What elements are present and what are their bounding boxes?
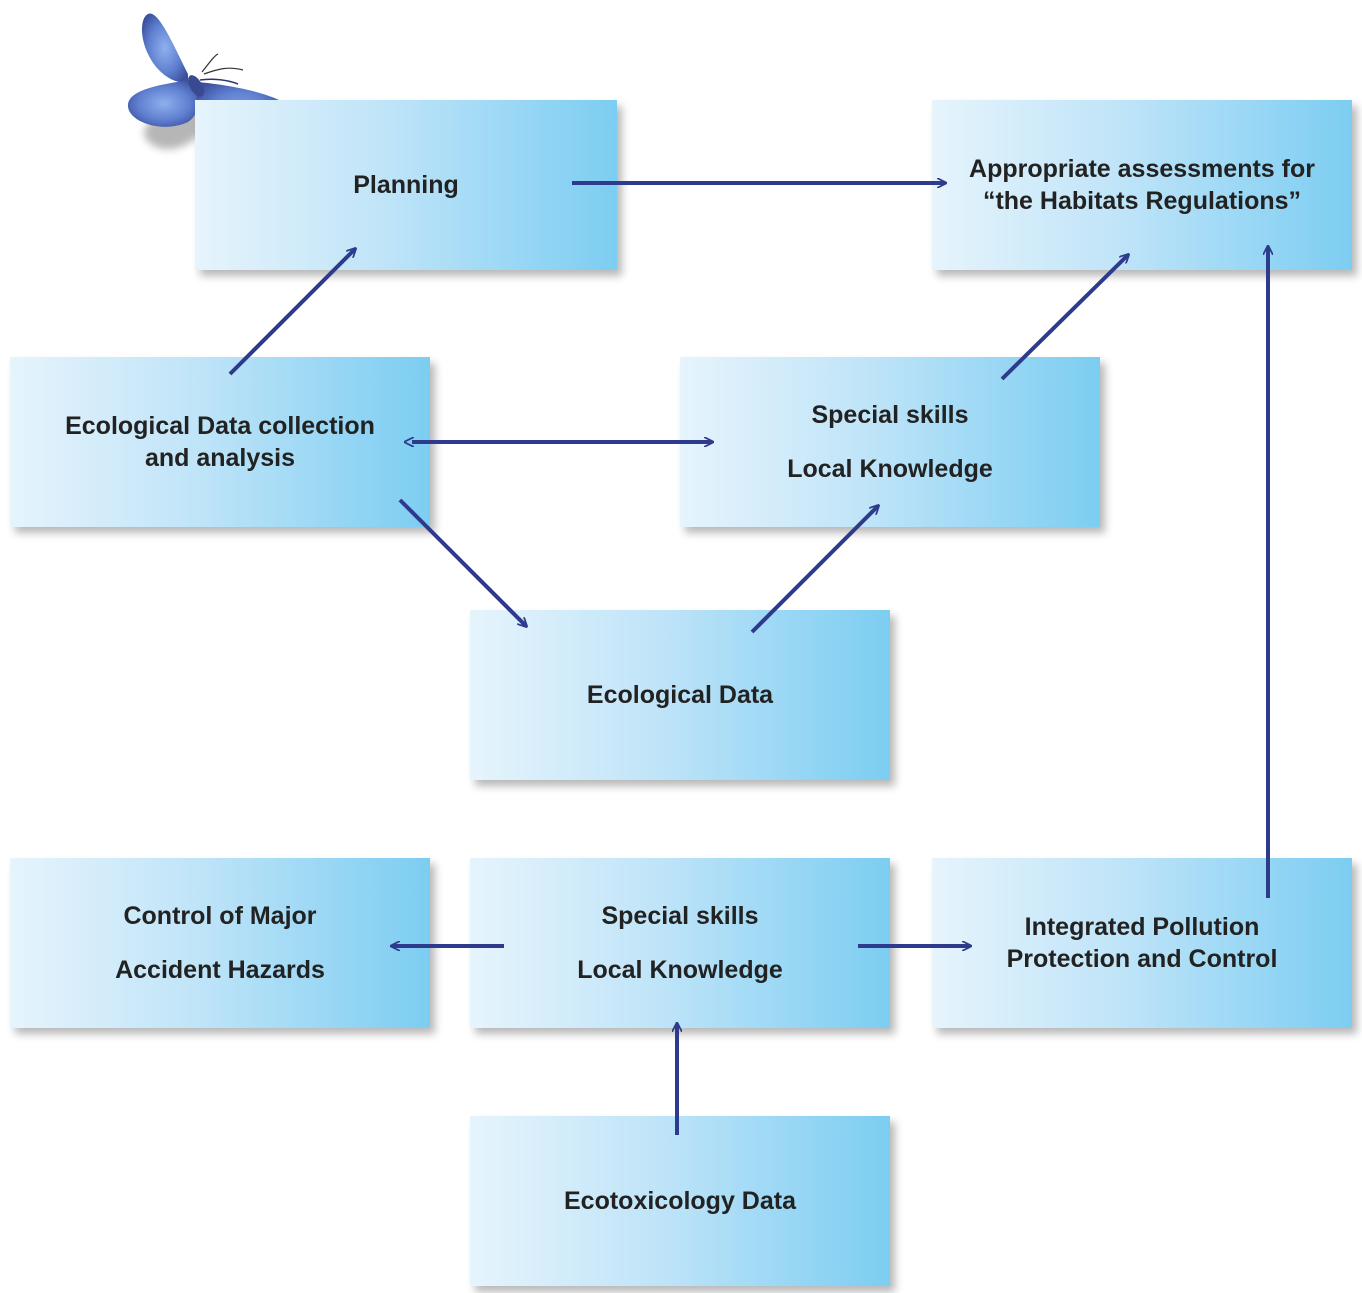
node-eco-data-label: Ecological Data [586, 681, 774, 709]
node-skills-top-line2: Local Knowledge [787, 455, 993, 483]
arrow-collection-to-planning [228, 249, 355, 376]
node-ecotoxicology-data: Ecotoxicology Data [470, 1116, 890, 1286]
node-ecological-data-collection: Ecological Data collection and analysis [10, 357, 430, 527]
node-integrated-pollution: Integrated Pollution Protection and Cont… [932, 858, 1352, 1028]
node-appropriate-label-line1: Appropriate assessments for [969, 155, 1315, 183]
arrow-ecodata-to-skills [750, 506, 878, 634]
node-planning: Planning [195, 100, 617, 270]
node-eco-collection-label-line2: and analysis [144, 444, 296, 472]
butterfly-upper-left-wing [142, 13, 188, 83]
node-ippc-label-line2: Protection and Control [1006, 945, 1278, 973]
node-comah-line2: Accident Hazards [115, 956, 325, 984]
arrow-skills-to-appropriate [1000, 255, 1128, 381]
butterfly-lower-left-wing [127, 80, 200, 127]
node-appropriate-label-line2: “the Habitats Regulations” [982, 187, 1302, 215]
node-skills-bottom-line2: Local Knowledge [577, 956, 783, 984]
node-ecotox-label: Ecotoxicology Data [564, 1187, 796, 1215]
node-comah-line1: Control of Major [123, 902, 317, 930]
node-special-skills-bottom: Special skills Local Knowledge [470, 858, 890, 1028]
node-control-major-accident-hazards: Control of Major Accident Hazards [10, 858, 430, 1028]
node-appropriate-assessments: Appropriate assessments for “the Habitat… [932, 100, 1352, 270]
node-ippc-label-line1: Integrated Pollution [1024, 913, 1260, 941]
node-skills-bottom-line1: Special skills [601, 902, 759, 930]
node-skills-top-line1: Special skills [811, 401, 969, 429]
node-planning-label: Planning [353, 171, 459, 199]
node-ecological-data: Ecological Data [470, 610, 890, 780]
node-special-skills-top: Special skills Local Knowledge [680, 357, 1100, 527]
arrow-collection-to-ecodata [398, 498, 526, 626]
node-eco-collection-label-line1: Ecological Data collection [65, 412, 375, 440]
